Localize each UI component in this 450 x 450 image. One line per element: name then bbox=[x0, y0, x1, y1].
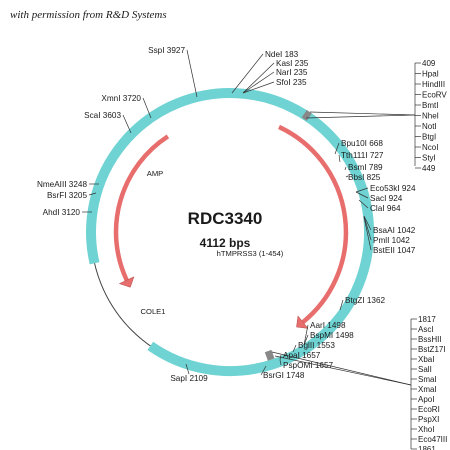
mcs-top-list-item-ecorv: EcoRV bbox=[422, 91, 447, 100]
site-leader-scai-3603 bbox=[122, 114, 132, 134]
site-label-bsaai-1042: BsaAI 1042 bbox=[373, 226, 416, 235]
feature-cole1: COLE1 bbox=[86, 88, 375, 377]
feature-amp: AMP bbox=[113, 134, 170, 288]
site-leader-kasi-235 bbox=[242, 62, 275, 94]
credit-text: with permission from R&D Systems bbox=[10, 9, 167, 21]
site-label-bspmi-1498: BspMI 1498 bbox=[310, 331, 354, 340]
site-leader-pspomi-1657 bbox=[279, 359, 282, 366]
site-label-pmli-1042: PmlI 1042 bbox=[373, 236, 410, 245]
mcs-bottom-list-item-asci: AscI bbox=[418, 325, 434, 334]
site-leader-bsteii-1047 bbox=[363, 216, 372, 251]
site-label-saci-924: SacI 924 bbox=[370, 194, 403, 203]
mcs-bottom-list-item-smai: SmaI bbox=[418, 375, 437, 384]
site-leader-bbsi-825 bbox=[345, 175, 349, 178]
mcs-top-list-item-nhei: NheI bbox=[422, 112, 439, 121]
site-label-apai-1657: ApaI 1657 bbox=[283, 351, 321, 360]
site-label-btgzi-1362: BtgZI 1362 bbox=[345, 296, 386, 305]
mcs-bottom-marker bbox=[264, 349, 275, 361]
site-leader-ndei-183 bbox=[231, 53, 264, 94]
mcs-top-list-item-ncoi: NcoI bbox=[422, 143, 438, 152]
mcs-top-list-item-styi: StyI bbox=[422, 154, 436, 163]
site-label-ndei-183: NdeI 183 bbox=[265, 50, 299, 59]
mcs-top-marker bbox=[301, 110, 312, 121]
site-leader-bspmi-1498 bbox=[303, 334, 309, 346]
mcs-top-list-item-hindiii: HindIII bbox=[422, 80, 445, 89]
mcs-bottom-list-connector bbox=[271, 351, 412, 386]
plasmid-size: 4112 bps bbox=[200, 236, 251, 250]
site-label-tth111i-727: Tth111I 727 bbox=[341, 151, 384, 160]
site-label-bsmi-789: BsmI 789 bbox=[348, 163, 383, 172]
site-leader-sapi-2109 bbox=[185, 363, 190, 375]
mcs-bottom-list-item-pspxi: PspXI bbox=[418, 415, 439, 424]
site-label-bsrfi-3205: BsrFI 3205 bbox=[47, 191, 87, 200]
feature-label-cole1: COLE1 bbox=[141, 307, 166, 316]
mcs-bottom-list-item-xbai: XbaI bbox=[418, 355, 434, 364]
mcs-top-list-connector bbox=[305, 114, 416, 119]
mcs-top-list-item-noti: NotI bbox=[422, 122, 437, 131]
site-leader-bsrfi-3205 bbox=[88, 192, 97, 196]
site-leader-btgzi-1362 bbox=[339, 299, 344, 311]
site-label-nmeaiii-3248: NmeAIII 3248 bbox=[37, 180, 88, 189]
mcs-bottom-list-item-eco47iii: Eco47III bbox=[418, 435, 447, 444]
site-label-nari-235: NarI 235 bbox=[276, 68, 308, 77]
site-leader-bsrgi-1748 bbox=[260, 365, 267, 376]
site-leader-tth111i-727 bbox=[338, 154, 341, 163]
site-leader-pmli-1042 bbox=[363, 215, 372, 241]
site-leader-saci-924 bbox=[355, 191, 369, 199]
site-leader-bpu10i-668 bbox=[334, 142, 340, 155]
mcs-top-list-item-449: 449 bbox=[422, 164, 436, 173]
site-label-sspi-3927: SspI 3927 bbox=[148, 46, 185, 55]
mcs-top-list-item-bmti: BmtI bbox=[422, 101, 438, 110]
mcs-bottom-list-item-sali: SalI bbox=[418, 365, 432, 374]
mcs-top-list-item-409: 409 bbox=[422, 59, 436, 68]
plasmid-name: RDC3340 bbox=[188, 209, 263, 228]
site-label-bsrgi-1748: BsrGI 1748 bbox=[263, 371, 305, 380]
site-label-xmni-3720: XmnI 3720 bbox=[101, 94, 141, 103]
site-leader-bsmi-789 bbox=[344, 166, 347, 171]
mcs-top-list-connector bbox=[309, 111, 416, 116]
mcs-bottom-list-connector bbox=[274, 355, 412, 386]
feature-htmprss3-1-454: hTMPRSS3 (1-454) bbox=[217, 124, 349, 329]
site-label-eco53ki-924: Eco53kI 924 bbox=[370, 184, 416, 193]
site-label-kasi-235: KasI 235 bbox=[276, 59, 309, 68]
mcs-top-list-item-hpai: HpaI bbox=[422, 70, 439, 79]
features-layer: AMP hTMPRSS3 (1-454) COLE1 bbox=[86, 88, 375, 377]
site-label-bglii-1553: BglII 1553 bbox=[298, 341, 335, 350]
site-label-bbsi-825: BbsI 825 bbox=[348, 173, 381, 182]
mcs-bottom-list: 1817AscIBssHIIBstZ17IXbaISalISmaIXmaIApo… bbox=[271, 315, 447, 450]
mcs-bottom-list-item-xmai: XmaI bbox=[418, 385, 437, 394]
feature-label-htmprss3-1-454: hTMPRSS3 (1-454) bbox=[217, 249, 284, 258]
mcs-bottom-list-item-bstz17i: BstZ17I bbox=[418, 345, 446, 354]
site-leader-bglii-1553 bbox=[292, 344, 297, 353]
site-label-sapi-2109: SapI 2109 bbox=[170, 374, 208, 383]
site-leader-sspi-3927 bbox=[186, 49, 198, 98]
site-label-scai-3603: ScaI 3603 bbox=[84, 111, 121, 120]
site-leader-bsaai-1042 bbox=[363, 215, 372, 231]
mcs-bottom-list-item-1817: 1817 bbox=[418, 315, 436, 324]
mcs-top-list-item-btgi: BtgI bbox=[422, 133, 436, 142]
site-label-pspomi-1657: PspOMI 1657 bbox=[283, 361, 334, 370]
site-label-clai-964: ClaI 964 bbox=[370, 204, 401, 213]
mcs-bottom-list-item-apoi: ApoI bbox=[418, 395, 434, 404]
site-leader-sfoi-235 bbox=[242, 81, 275, 94]
mcs-bottom-list-item-bsshii: BssHII bbox=[418, 335, 442, 344]
site-leader-aari-1498 bbox=[303, 324, 309, 346]
site-label-bsteii-1047: BstEII 1047 bbox=[373, 246, 416, 255]
site-leader-clai-964 bbox=[358, 199, 369, 209]
site-label-sfoi-235: SfoI 235 bbox=[276, 78, 307, 87]
site-leader-xmni-3720 bbox=[142, 97, 152, 119]
site-label-aari-1498: AarI 1498 bbox=[310, 321, 346, 330]
mcs-bottom-list-item-xhoi: XhoI bbox=[418, 425, 434, 434]
mcs-bottom-list-item-ecori: EcoRI bbox=[418, 405, 440, 414]
site-leader-nari-235 bbox=[242, 71, 275, 94]
mcs-bottom-list-item-1861: 1861 bbox=[418, 445, 436, 450]
site-label-bpu10i-668: Bpu10I 668 bbox=[341, 139, 383, 148]
site-label-ahdi-3120: AhdI 3120 bbox=[43, 208, 81, 217]
feature-label-amp: AMP bbox=[147, 169, 163, 178]
site-leader-eco53ki-924 bbox=[355, 187, 369, 193]
